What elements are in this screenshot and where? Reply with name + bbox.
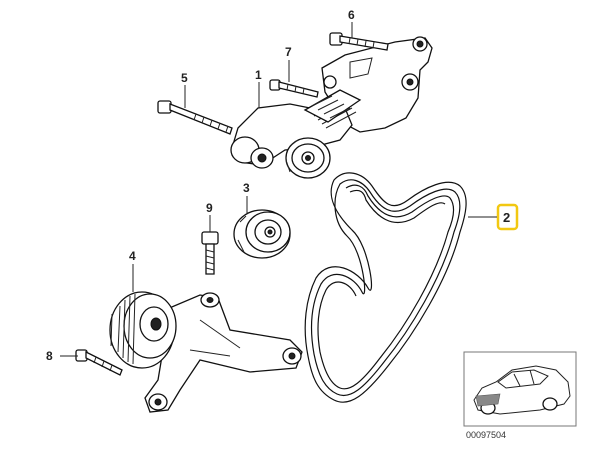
reference-number: 00097504	[466, 430, 506, 440]
tensioner-arm[interactable]	[230, 89, 362, 169]
bolt-9[interactable]	[201, 231, 219, 275]
bolt-7[interactable]	[269, 79, 319, 98]
callout-1[interactable]: 1	[255, 68, 262, 82]
callout-5[interactable]: 5	[181, 71, 188, 85]
callout-7[interactable]: 7	[285, 45, 292, 59]
bolt-6[interactable]	[329, 32, 389, 51]
vehicle-thumbnail	[463, 351, 577, 427]
callout-6[interactable]: 6	[348, 8, 355, 22]
callout-2-box[interactable]: 2	[496, 203, 519, 231]
bolt-5[interactable]	[157, 100, 233, 135]
tensioner-pulley[interactable]	[285, 137, 331, 179]
callout-4[interactable]: 4	[129, 249, 136, 263]
callout-8[interactable]: 8	[46, 349, 53, 363]
lower-bracket[interactable]	[144, 292, 303, 413]
callout-3[interactable]: 3	[243, 181, 250, 195]
idler-pulley[interactable]	[233, 209, 291, 259]
bolt-8[interactable]	[75, 349, 123, 376]
callout-2[interactable]: 2	[503, 210, 510, 225]
grooved-pulley[interactable]	[109, 291, 177, 369]
callout-9[interactable]: 9	[206, 201, 213, 215]
drive-belt[interactable]	[304, 172, 467, 403]
